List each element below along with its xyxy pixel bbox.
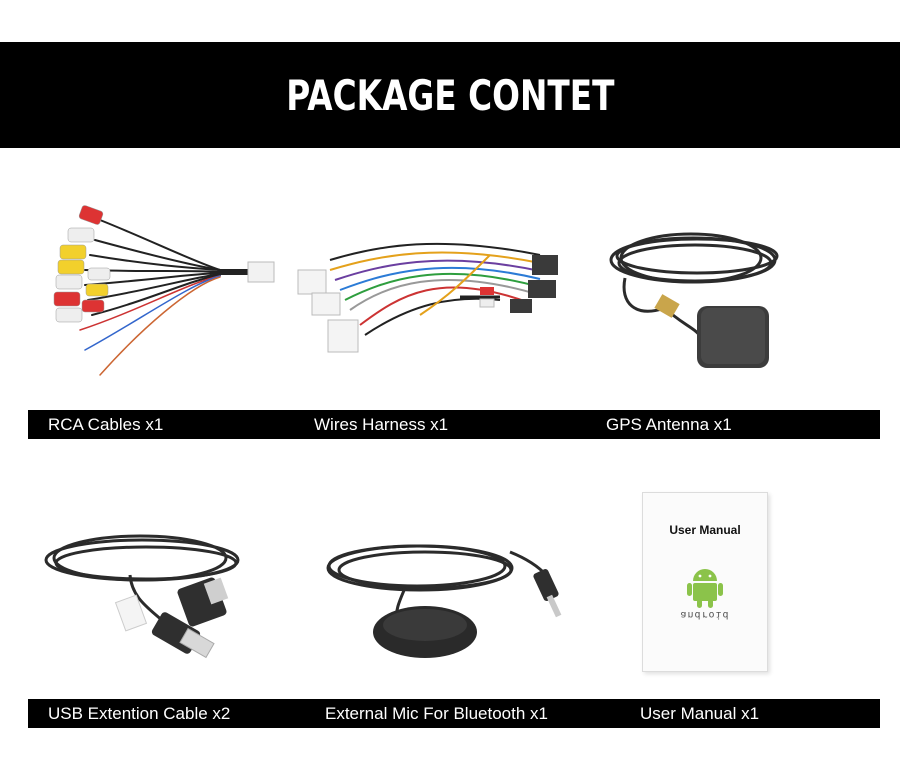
- wires-harness-image: [290, 225, 580, 360]
- user-manual-image: User Manual android: [642, 492, 768, 672]
- header-banner: PACKAGE CONTET: [0, 42, 900, 148]
- label-bar-row1: RCA Cables x1 Wires Harness x1 GPS Anten…: [28, 410, 880, 439]
- rca-cables-label: RCA Cables x1: [48, 415, 164, 434]
- user-manual-label: User Manual x1: [640, 704, 760, 723]
- label-bar-row2: USB Extention Cable x2 External Mic For …: [28, 699, 880, 728]
- wires-harness-label: Wires Harness x1: [314, 415, 449, 434]
- manual-title: User Manual: [669, 523, 741, 537]
- rca-cables-image: [40, 200, 280, 385]
- gps-antenna-image: [605, 228, 785, 378]
- usb-cable-label: USB Extention Cable x2: [48, 704, 231, 723]
- usb-cable-image: [42, 530, 247, 665]
- page-title: PACKAGE CONTET: [285, 70, 615, 120]
- external-mic-label: External Mic For Bluetooth x1: [325, 704, 548, 723]
- external-mic-image: [325, 540, 570, 665]
- android-logo-icon: [687, 569, 723, 608]
- manual-brand: android: [680, 609, 730, 620]
- gps-antenna-label: GPS Antenna x1: [606, 415, 732, 434]
